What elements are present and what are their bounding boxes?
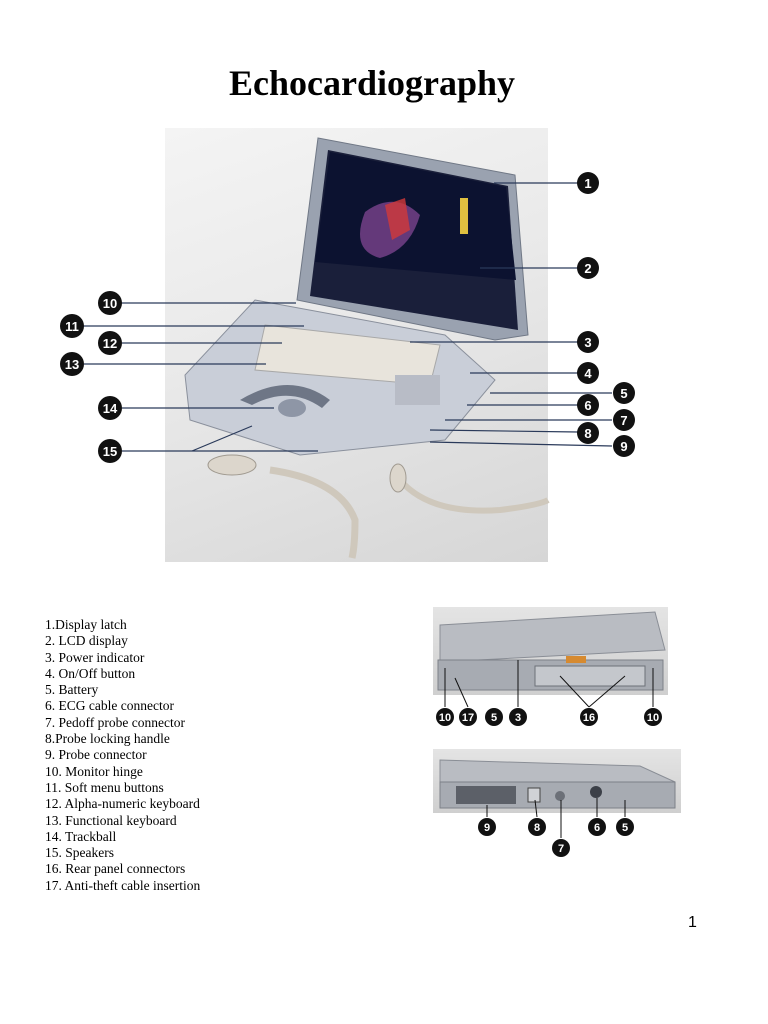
callout-6: 6 [577, 394, 599, 416]
rear-callout-16: 16 [580, 708, 598, 726]
legend-item: 16. Rear panel connectors [45, 861, 186, 877]
legend-item: 17. Anti-theft cable insertion [45, 877, 201, 893]
legend-item: 1.Display latch [45, 617, 127, 632]
callout-11: 11 [60, 314, 84, 338]
legend-item: 4. On/Off button [45, 665, 136, 681]
side-callout-6: 6 [588, 818, 606, 836]
svg-text:5: 5 [491, 712, 497, 724]
legend-item: 6. ECG cable connector [45, 698, 174, 714]
callout-3: 3 [577, 331, 599, 353]
rear-callout-5: 5 [485, 708, 503, 726]
svg-text:7: 7 [620, 413, 627, 428]
side-view-device [439, 759, 676, 809]
callout-7: 7 [613, 409, 635, 431]
svg-text:11: 11 [65, 319, 79, 334]
svg-text:10: 10 [103, 296, 117, 311]
rear-callout-10b: 10 [644, 708, 662, 726]
svg-text:2: 2 [584, 261, 591, 276]
page-title: Echocardiography [228, 63, 515, 103]
svg-text:14: 14 [103, 401, 118, 416]
svg-text:4: 4 [584, 366, 592, 381]
rear-leader-lines [444, 660, 654, 708]
legend-item: 14. Trackball [45, 828, 117, 844]
svg-text:6: 6 [584, 398, 591, 413]
side-callout-9: 9 [478, 818, 496, 836]
legend-item: 11. Soft menu buttons [45, 779, 164, 795]
rear-view-device [437, 611, 666, 691]
callout-8: 8 [577, 422, 599, 444]
callout-9: 9 [613, 435, 635, 457]
rear-callout-3: 3 [509, 708, 527, 726]
page-number: 1 [688, 914, 697, 931]
rear-callout-17: 17 [459, 708, 477, 726]
callout-12: 12 [98, 331, 122, 355]
svg-text:15: 15 [103, 444, 117, 459]
svg-text:1: 1 [584, 176, 591, 191]
callout-15: 15 [98, 439, 122, 463]
callout-5: 5 [613, 382, 635, 404]
callout-1: 1 [577, 172, 599, 194]
svg-text:8: 8 [534, 822, 540, 834]
legend-item: 8.Probe locking handle [45, 731, 170, 747]
svg-text:9: 9 [620, 439, 627, 454]
legend-item: 9. Probe connector [45, 747, 147, 763]
lcd-display [296, 137, 529, 341]
leader-lines [82, 182, 613, 452]
svg-text:10: 10 [647, 712, 659, 724]
side-callout-7: 7 [552, 839, 570, 857]
svg-text:10: 10 [439, 712, 451, 724]
svg-text:3: 3 [584, 335, 591, 350]
side-callout-8: 8 [528, 818, 546, 836]
legend-item: 10. Monitor hinge [45, 763, 143, 779]
parts-legend: 1.Display latch 2. LCD display 3. Power … [45, 617, 200, 894]
callout-2: 2 [577, 257, 599, 279]
legend-item: 7. Pedoff probe connector [45, 714, 185, 730]
callout-10: 10 [98, 291, 122, 315]
svg-text:5: 5 [622, 822, 628, 834]
svg-text:6: 6 [594, 822, 600, 834]
probe-cable [207, 454, 550, 559]
svg-text:8: 8 [584, 426, 591, 441]
legend-item: 5. Battery [45, 682, 99, 698]
svg-text:16: 16 [583, 712, 595, 724]
rear-callout-10a: 10 [436, 708, 454, 726]
svg-text:9: 9 [484, 822, 490, 834]
svg-text:5: 5 [620, 386, 627, 401]
callout-13: 13 [60, 352, 84, 376]
device-base [184, 299, 496, 456]
legend-item: 15. Speakers [45, 845, 114, 861]
svg-text:12: 12 [103, 336, 117, 351]
svg-text:17: 17 [462, 712, 474, 724]
callout-14: 14 [98, 396, 122, 420]
svg-text:13: 13 [65, 357, 79, 372]
svg-text:3: 3 [515, 712, 521, 724]
side-callout-5: 5 [616, 818, 634, 836]
side-leader-lines [486, 798, 626, 838]
legend-item: 2. LCD display [45, 633, 128, 649]
callout-4: 4 [577, 362, 599, 384]
legend-item: 13. Functional keyboard [45, 812, 177, 828]
legend-item: 12. Alpha-numeric keyboard [45, 796, 200, 812]
svg-text:7: 7 [558, 843, 564, 855]
legend-item: 3. Power indicator [45, 649, 145, 665]
